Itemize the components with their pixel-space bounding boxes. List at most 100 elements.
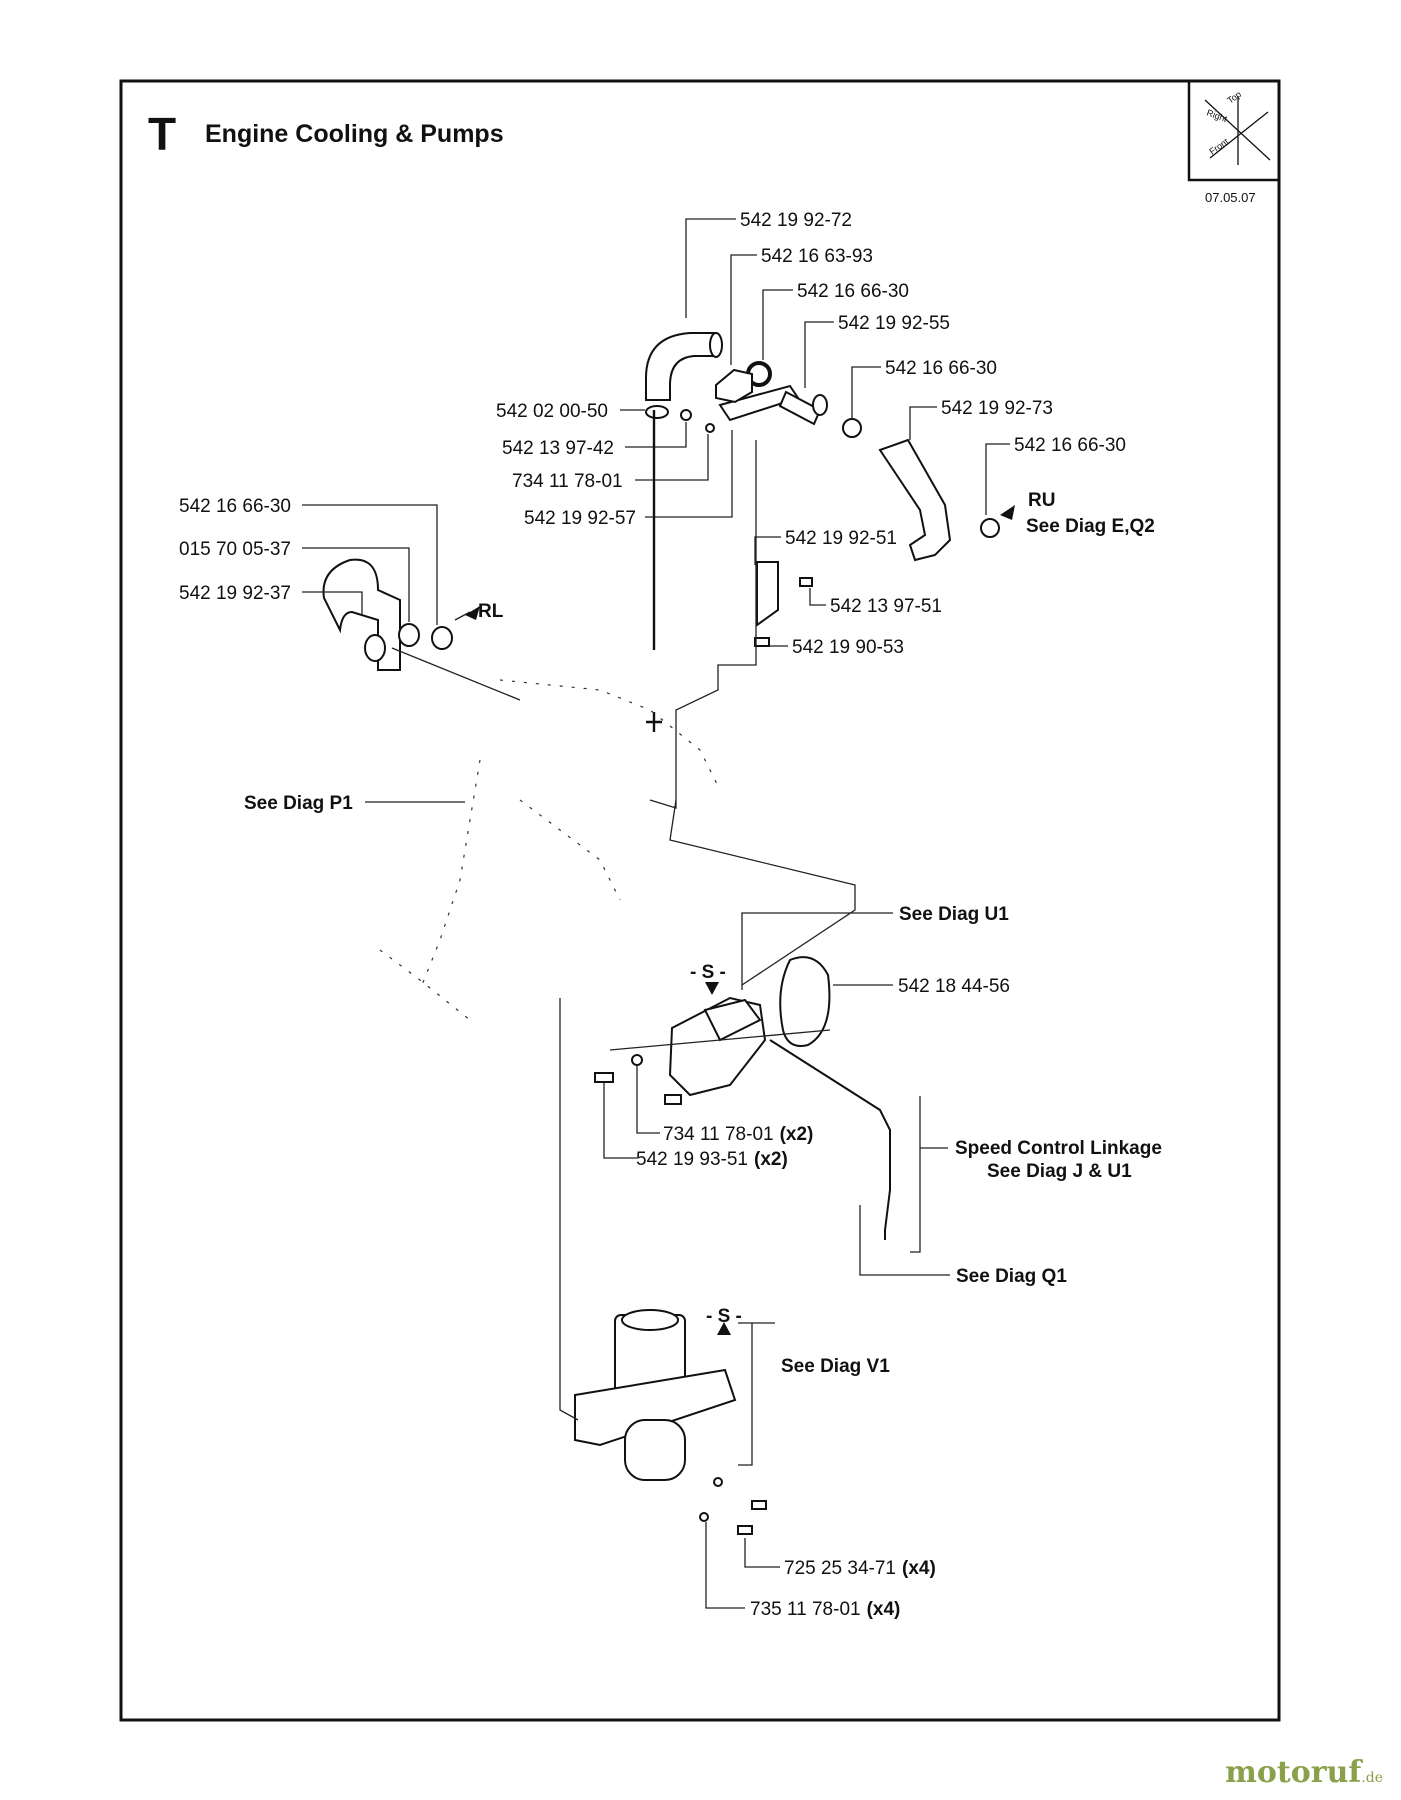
section-letter: T	[148, 108, 176, 160]
s-arrow-1	[705, 982, 719, 995]
reservoir-assembly	[574, 1309, 767, 1535]
bolt-pump-2	[664, 1094, 682, 1105]
part-label-p13: 015 70 05-37	[179, 539, 291, 560]
leader-rl-arrow	[454, 611, 471, 621]
connector-route	[649, 440, 757, 809]
washer-78-01-pump	[631, 1054, 643, 1066]
washer-78-01	[705, 423, 715, 433]
clamp-66-30-left	[431, 626, 453, 650]
part-label-p1: 542 19 92-72	[740, 210, 852, 231]
leader-p1	[685, 218, 736, 318]
watermark-brand: motoruf	[1225, 1755, 1362, 1790]
engine-outline-d	[379, 949, 471, 1021]
part-label-p4: 542 19 92-55	[838, 313, 950, 334]
leader-p21	[744, 1538, 780, 1568]
leader-p20	[603, 1083, 637, 1159]
leader-p10	[635, 434, 709, 481]
clamp-66-30-b	[842, 418, 862, 438]
part-number-p22: 735 11 78-01	[750, 1599, 861, 1620]
tube-55	[778, 390, 822, 426]
bolt-34-71-a	[751, 1500, 767, 1510]
bracket-51	[756, 561, 779, 627]
clamp-66-30-c	[980, 518, 1000, 538]
diagram-frame	[119, 79, 1281, 1722]
leader-p22	[705, 1522, 745, 1609]
leader-p7	[985, 443, 1010, 515]
reservoir-cap	[621, 1309, 679, 1331]
leader-p14	[302, 591, 363, 615]
qty-p20: (x2)	[754, 1149, 788, 1170]
left-hose-assembly	[322, 558, 453, 671]
washer-78-01-res-2	[699, 1512, 709, 1522]
part-label-p18: 542 18 44-56	[898, 976, 1010, 997]
connector-tick	[646, 712, 662, 732]
leader-p5	[851, 366, 881, 418]
engine-outline-a	[499, 679, 721, 791]
ref-p1-diag: See Diag P1	[244, 793, 353, 814]
filler-cap	[715, 368, 753, 404]
watermark-suffix: .de	[1361, 1770, 1383, 1786]
part-label-p20: 542 19 93-51(x2)	[636, 1149, 788, 1170]
orientation-indicator: Top Right Front	[1187, 79, 1281, 182]
hose-end	[709, 332, 723, 358]
page-title: Engine Cooling & Pumps	[205, 120, 504, 148]
part-label-p11: 542 19 92-57	[524, 508, 636, 529]
qty-p22: (x4)	[867, 1599, 901, 1620]
leader-p19	[636, 1065, 660, 1134]
revision-date: 07.05.07	[1205, 190, 1256, 205]
ref-ru-diag: See Diag E,Q2	[1026, 516, 1155, 537]
leader-u1	[741, 912, 893, 990]
bolt-90-53	[754, 637, 770, 647]
reservoir-route	[559, 998, 579, 1421]
pump-fins	[703, 998, 762, 1042]
part-label-p12: 542 16 66-30	[179, 496, 291, 517]
part-label-p7: 542 16 66-30	[1014, 435, 1126, 456]
ref-u1-diag: See Diag U1	[899, 904, 1009, 925]
part-label-p19: 734 11 78-01(x2)	[663, 1124, 813, 1145]
gasket-44-56	[779, 956, 831, 1047]
ref-s-marker-1: - S -	[690, 962, 726, 983]
leader-p18-route	[609, 1029, 831, 1051]
part-label-p10: 734 11 78-01	[512, 471, 623, 492]
leader-speed	[910, 1096, 948, 1253]
ref-q1-diag: See Diag Q1	[956, 1266, 1067, 1287]
orientation-right-label: Right	[1205, 107, 1229, 124]
leader-p3	[762, 289, 793, 360]
leader-p11	[645, 430, 733, 518]
ref-s-marker-2: - S -	[706, 1306, 742, 1327]
pump-assembly	[594, 956, 891, 1240]
pump-route-a	[669, 799, 856, 986]
part-label-p8: 542 02 00-50	[496, 401, 608, 422]
part-label-p6: 542 19 92-73	[941, 398, 1053, 419]
leader-p16	[809, 588, 826, 606]
ru-arrow	[1000, 505, 1015, 520]
orientation-front-label: Front	[1207, 136, 1230, 157]
washer-78-01-res	[713, 1477, 723, 1487]
part-label-p15: 542 19 92-51	[785, 528, 897, 549]
ref-v1-diag: See Diag V1	[781, 1356, 890, 1377]
part-label-p16: 542 13 97-51	[830, 596, 942, 617]
rl-arrow	[465, 606, 480, 620]
leader-p9	[625, 422, 687, 448]
bolt-93-51	[594, 1072, 614, 1083]
filter-housing	[624, 1419, 686, 1481]
left-hose-route	[391, 647, 521, 701]
part-label-p3: 542 16 66-30	[797, 281, 909, 302]
bolt-97-51	[799, 577, 813, 587]
speed-control-linkage	[769, 1039, 891, 1240]
part-label-p21: 725 25 34-71(x4)	[784, 1558, 936, 1579]
upper-hose-assembly	[645, 332, 1000, 647]
leader-p12	[302, 504, 438, 625]
leader-q1	[859, 1205, 950, 1276]
clamp-05-37	[398, 623, 420, 647]
part-label-p9: 542 13 97-42	[502, 438, 614, 459]
ref-speed-line2: See Diag J & U1	[987, 1161, 1132, 1182]
orientation-top-label: Top	[1225, 89, 1243, 106]
part-label-p2: 542 16 63-93	[761, 246, 873, 267]
curved-hose-72	[645, 332, 717, 401]
part-number-p19: 734 11 78-01	[663, 1124, 774, 1145]
curved-hose-73	[878, 438, 952, 562]
nut-97-42	[680, 409, 692, 421]
qty-p21: (x4)	[902, 1558, 936, 1579]
part-label-p17: 542 19 90-53	[792, 637, 904, 658]
